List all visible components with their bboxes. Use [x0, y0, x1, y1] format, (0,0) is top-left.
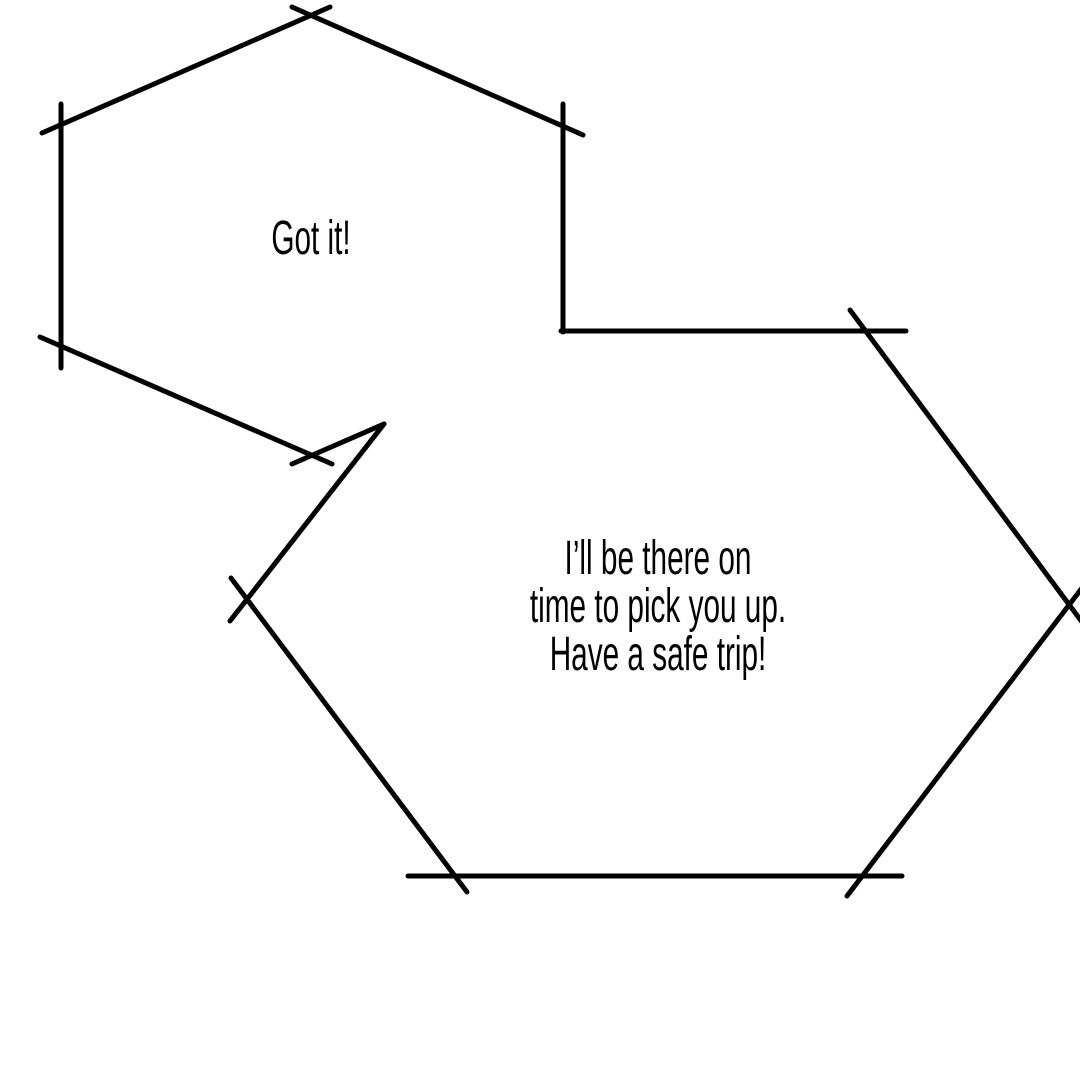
- large-bubble-line-1: I’ll be there on: [565, 532, 752, 585]
- large-bubble-line-2: time to pick you up.: [530, 580, 786, 633]
- large-speech-bubble: [227, 307, 1080, 899]
- small-bubble-text: Got it!: [271, 212, 350, 265]
- large-bubble-line-3: Have a safe trip!: [550, 628, 767, 681]
- small-speech-bubble: [37, 4, 586, 467]
